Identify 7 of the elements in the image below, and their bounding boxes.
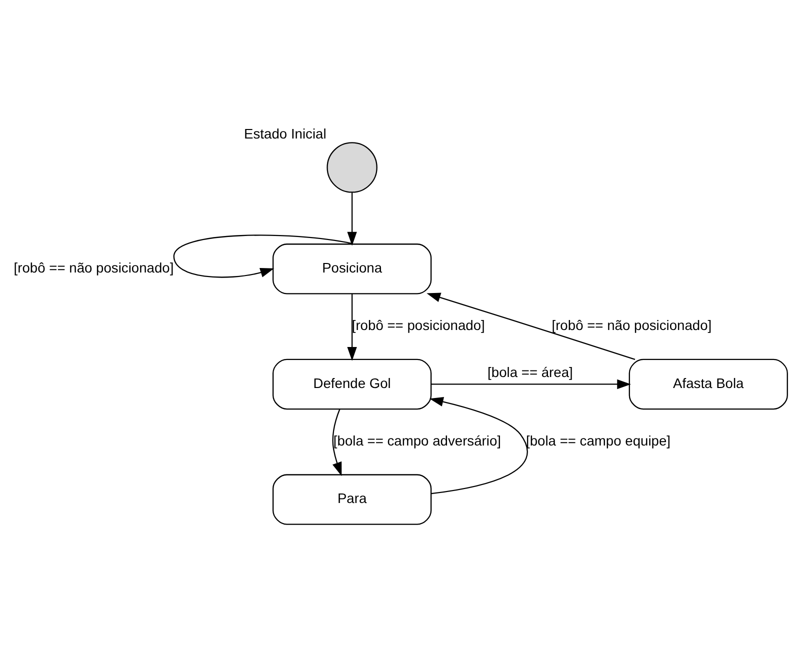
edge-label: [robô == posicionado] [351,316,484,333]
edge-label: [robô == não posicionado] [13,258,174,275]
node-label: Estado Inicial [244,125,326,142]
edge-label: [bola == campo adversário] [332,432,501,448]
edge-label: [bola == campo equipe] [525,432,670,448]
edge-label: [robô == não posicionado] [551,316,712,333]
edge-label: [bola == área] [487,363,572,380]
